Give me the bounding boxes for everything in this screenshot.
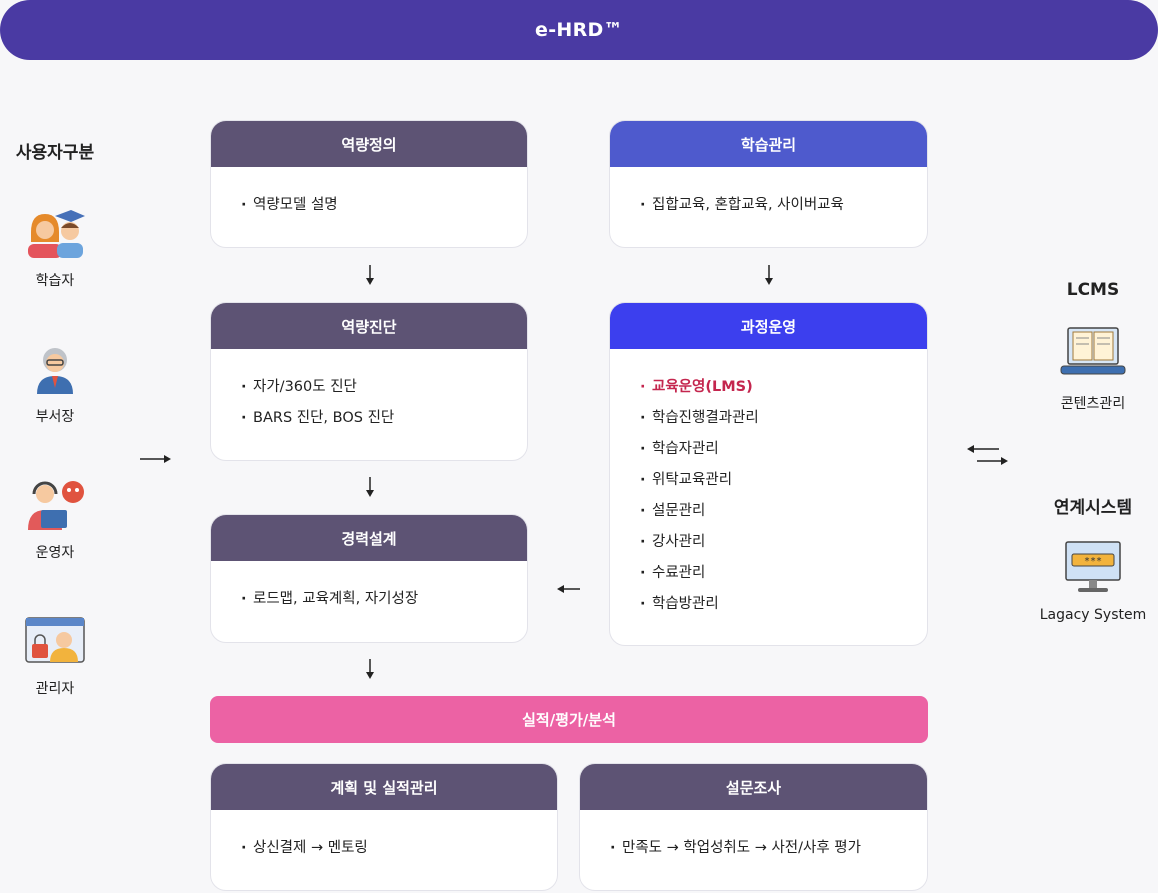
card-item-highlight: 교육운영(LMS) (640, 372, 927, 403)
svg-text:***: *** (1084, 556, 1102, 567)
analysis-bar-label: 실적/평가/분석 (522, 711, 616, 729)
link-system-title: 연계시스템 (1053, 498, 1133, 518)
card-item: 자가/360도 진단 (241, 372, 527, 403)
card-title: 경력설계 (211, 515, 527, 561)
card-item: 설문관리 (640, 496, 927, 527)
user-operator: 운영자 (0, 480, 110, 562)
card-item: 수료관리 (640, 558, 927, 589)
card-course-operation: 과정운영 교육운영(LMS) 학습진행결과관리 학습자관리 위탁교육관리 설문관… (609, 302, 928, 646)
operator-icon (28, 481, 84, 530)
bidirectional-arrow-icon (967, 445, 1008, 465)
card-item: 위탁교육관리 (640, 465, 927, 496)
card-item: 로드맵, 교육계획, 자기성장 (241, 584, 527, 615)
card-item: 만족도 → 학업성취도 → 사전/사후 평가 (610, 833, 927, 864)
learner-icon (28, 210, 85, 258)
user-label: 운영자 (35, 545, 75, 561)
card-item: 역량모델 설명 (241, 190, 527, 221)
user-admin: 관리자 (0, 616, 110, 698)
analysis-bar: 실적/평가/분석 (210, 696, 928, 743)
arrow-down-icon (366, 659, 374, 679)
card-competency-definition: 역량정의 역량모델 설명 (210, 120, 528, 248)
card-title: 학습관리 (610, 121, 927, 167)
card-title: 계획 및 실적관리 (211, 764, 557, 810)
card-item: 학습진행결과관리 (640, 403, 927, 434)
card-competency-diagnosis: 역량진단 자가/360도 진단 BARS 진단, BOS 진단 (210, 302, 528, 461)
card-item: 학습방관리 (640, 589, 927, 620)
lcms-title: LCMS (1066, 280, 1120, 300)
card-plan-performance: 계획 및 실적관리 상신결제 → 멘토링 (210, 763, 558, 891)
arrow-down-icon (366, 265, 374, 285)
card-item: 학습자관리 (640, 434, 927, 465)
card-title: 역량정의 (211, 121, 527, 167)
arrow-down-icon (765, 265, 773, 285)
user-label: 부서장 (35, 409, 75, 425)
manager-icon (37, 348, 73, 394)
card-item: BARS 진단, BOS 진단 (241, 403, 527, 434)
laptop-book-icon (1060, 327, 1126, 375)
user-label: 관리자 (35, 681, 75, 697)
card-learning-management: 학습관리 집합교육, 혼합교육, 사이버교육 (609, 120, 928, 248)
user-types-title: 사용자구분 (15, 143, 95, 163)
card-title: 설문조사 (580, 764, 927, 810)
user-learner: 학습자 (0, 208, 110, 290)
card-survey: 설문조사 만족도 → 학업성취도 → 사전/사후 평가 (579, 763, 928, 891)
admin-icon (25, 617, 85, 663)
lcms-label: 콘텐츠관리 (1060, 396, 1126, 412)
monitor-password-icon: *** (1065, 541, 1121, 592)
app-title: e-HRD™ (535, 19, 623, 41)
arrow-left-icon (557, 585, 580, 593)
card-item: 집합교육, 혼합교육, 사이버교육 (640, 190, 927, 221)
app-header: e-HRD™ (0, 0, 1158, 60)
card-item: 상신결제 → 멘토링 (241, 833, 557, 864)
card-title: 과정운영 (610, 303, 927, 349)
card-item: 강사관리 (640, 527, 927, 558)
user-label: 학습자 (35, 273, 75, 289)
arrow-right-icon (140, 455, 171, 463)
link-system-label: Lagacy System (1039, 607, 1147, 623)
card-career-design: 경력설계 로드맵, 교육계획, 자기성장 (210, 514, 528, 643)
user-manager: 부서장 (0, 344, 110, 426)
card-title: 역량진단 (211, 303, 527, 349)
arrow-down-icon (366, 477, 374, 497)
